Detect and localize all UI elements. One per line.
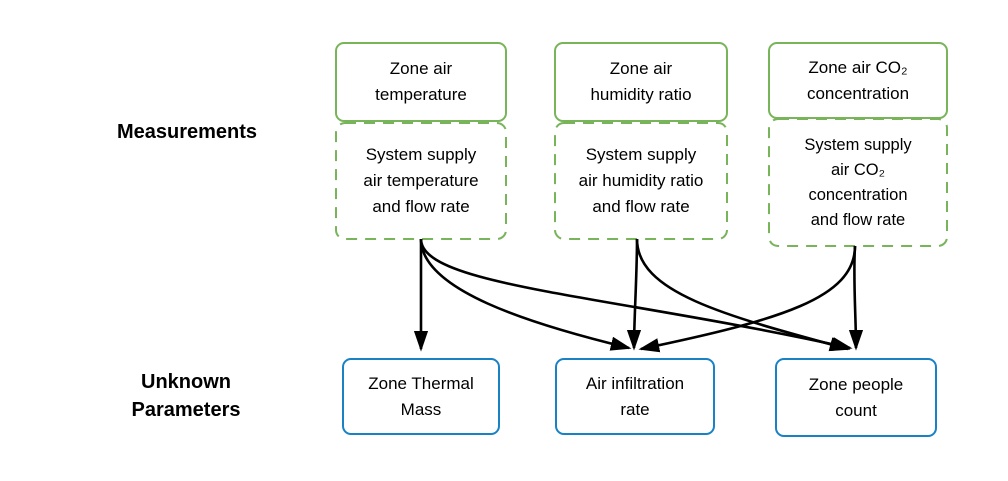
edge-supply-air-temperature-to-air-infiltration-rate [419, 238, 632, 351]
edge-supply-air-temperature-to-zone-people-count [419, 238, 853, 352]
supply-air-temperature-border [335, 122, 507, 240]
measurement-node-supply-air-temperature: System supply air temperature and flow r… [363, 145, 479, 216]
edge-supply-air-co2-to-zone-people-count [848, 245, 864, 351]
edge-supply-air-humidity-to-zone-people-count [635, 238, 851, 352]
measurements-label: Measurements [116, 121, 258, 143]
measurement-node-zone-air-humidity: Zone air humidity ratio [554, 42, 728, 122]
unknown-node-zone-people-count: Zone people count [775, 358, 937, 437]
edge-supply-air-humidity-to-air-infiltration-rate [626, 238, 642, 351]
measurement-node-zone-air-temperature: Zone air temperature [335, 42, 507, 122]
unknown-node-zone-thermal-mass: Zone Thermal Mass [342, 358, 500, 435]
measurement-node-supply-air-co2: System supply air CO₂ concentration and … [804, 135, 912, 229]
edge-supply-air-co2-to-air-infiltration-rate [638, 245, 857, 353]
unknown-node-air-infiltration-rate: Air infiltration rate [555, 358, 715, 435]
unknown-parameters-label: Unknown Parameters [131, 371, 241, 421]
supply-air-humidity-border [554, 122, 728, 240]
supply-air-co2-border [768, 118, 948, 247]
measurement-node-zone-air-co2: Zone air CO₂ concentration [768, 42, 948, 119]
measurement-node-supply-air-humidity: System supply air humidity ratio and flo… [578, 145, 704, 216]
